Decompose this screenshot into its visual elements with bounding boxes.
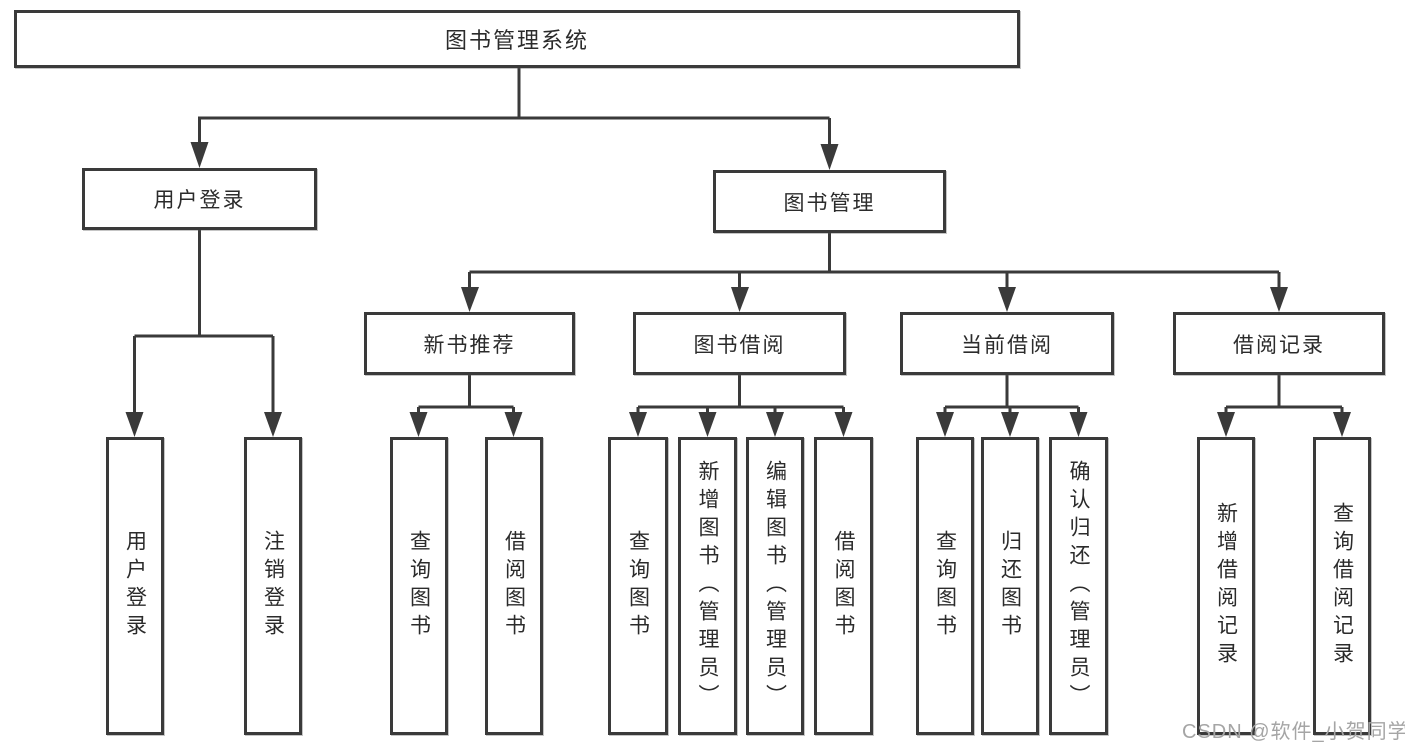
csdn-watermark: CSDN @软件_小贺同学 bbox=[1182, 721, 1405, 743]
leaf-label: 借阅图书 bbox=[502, 530, 526, 642]
leaf-record-add-borrow-record: 新增借阅记录 bbox=[1197, 437, 1255, 735]
leaf-label: 编辑图书（管理员） bbox=[763, 460, 787, 712]
node-label: 借阅记录 bbox=[1233, 333, 1325, 357]
leaf-recommend-query-books: 查询图书 bbox=[390, 437, 448, 735]
leaf-label: 确认归还（管理员） bbox=[1067, 460, 1090, 712]
leaf-label: 用户登录 bbox=[123, 530, 147, 642]
leaf-recommend-borrow-books: 借阅图书 bbox=[485, 437, 543, 735]
leaf-label: 借阅图书 bbox=[832, 530, 855, 642]
node-library-management-system: 图书管理系统 bbox=[14, 10, 1020, 68]
leaf-label: 查询图书 bbox=[626, 530, 650, 642]
node-user-login: 用户登录 bbox=[82, 168, 317, 230]
leaf-borrow-query-books: 查询图书 bbox=[608, 437, 668, 735]
node-current-borrow: 当前借阅 bbox=[900, 312, 1114, 375]
leaf-label: 查询借阅记录 bbox=[1330, 502, 1354, 670]
leaf-label: 归还图书 bbox=[998, 530, 1022, 642]
node-label: 图书管理系统 bbox=[444, 28, 589, 53]
leaf-current-query-books: 查询图书 bbox=[916, 437, 974, 735]
leaf-label: 新增借阅记录 bbox=[1214, 502, 1238, 670]
node-label: 图书借阅 bbox=[693, 333, 786, 357]
node-label: 新书推荐 bbox=[423, 333, 516, 357]
leaf-current-return-books: 归还图书 bbox=[981, 437, 1039, 735]
leaf-label: 新增图书（管理员） bbox=[696, 460, 719, 712]
leaf-current-confirm-return-admin: 确认归还（管理员） bbox=[1049, 437, 1108, 735]
leaf-label: 查询图书 bbox=[407, 530, 431, 642]
leaf-borrow-add-books-admin: 新增图书（管理员） bbox=[678, 437, 737, 735]
node-book-borrow: 图书借阅 bbox=[633, 312, 846, 375]
node-label: 图书管理 bbox=[783, 191, 876, 215]
leaf-label: 查询图书 bbox=[933, 530, 957, 642]
node-borrow-record: 借阅记录 bbox=[1173, 312, 1385, 375]
node-new-book-recommend: 新书推荐 bbox=[364, 312, 575, 375]
node-label: 当前借阅 bbox=[961, 333, 1053, 357]
leaf-user-login: 用户登录 bbox=[106, 437, 164, 735]
leaf-logout-login: 注销登录 bbox=[244, 437, 302, 735]
node-book-management: 图书管理 bbox=[713, 170, 946, 233]
leaf-label: 注销登录 bbox=[261, 530, 285, 642]
arrowheads bbox=[125, 142, 1351, 437]
leaf-record-query-borrow-record: 查询借阅记录 bbox=[1313, 437, 1371, 735]
leaf-borrow-borrow-books: 借阅图书 bbox=[814, 437, 873, 735]
leaf-borrow-edit-books-admin: 编辑图书（管理员） bbox=[746, 437, 804, 735]
node-label: 用户登录 bbox=[153, 189, 246, 212]
